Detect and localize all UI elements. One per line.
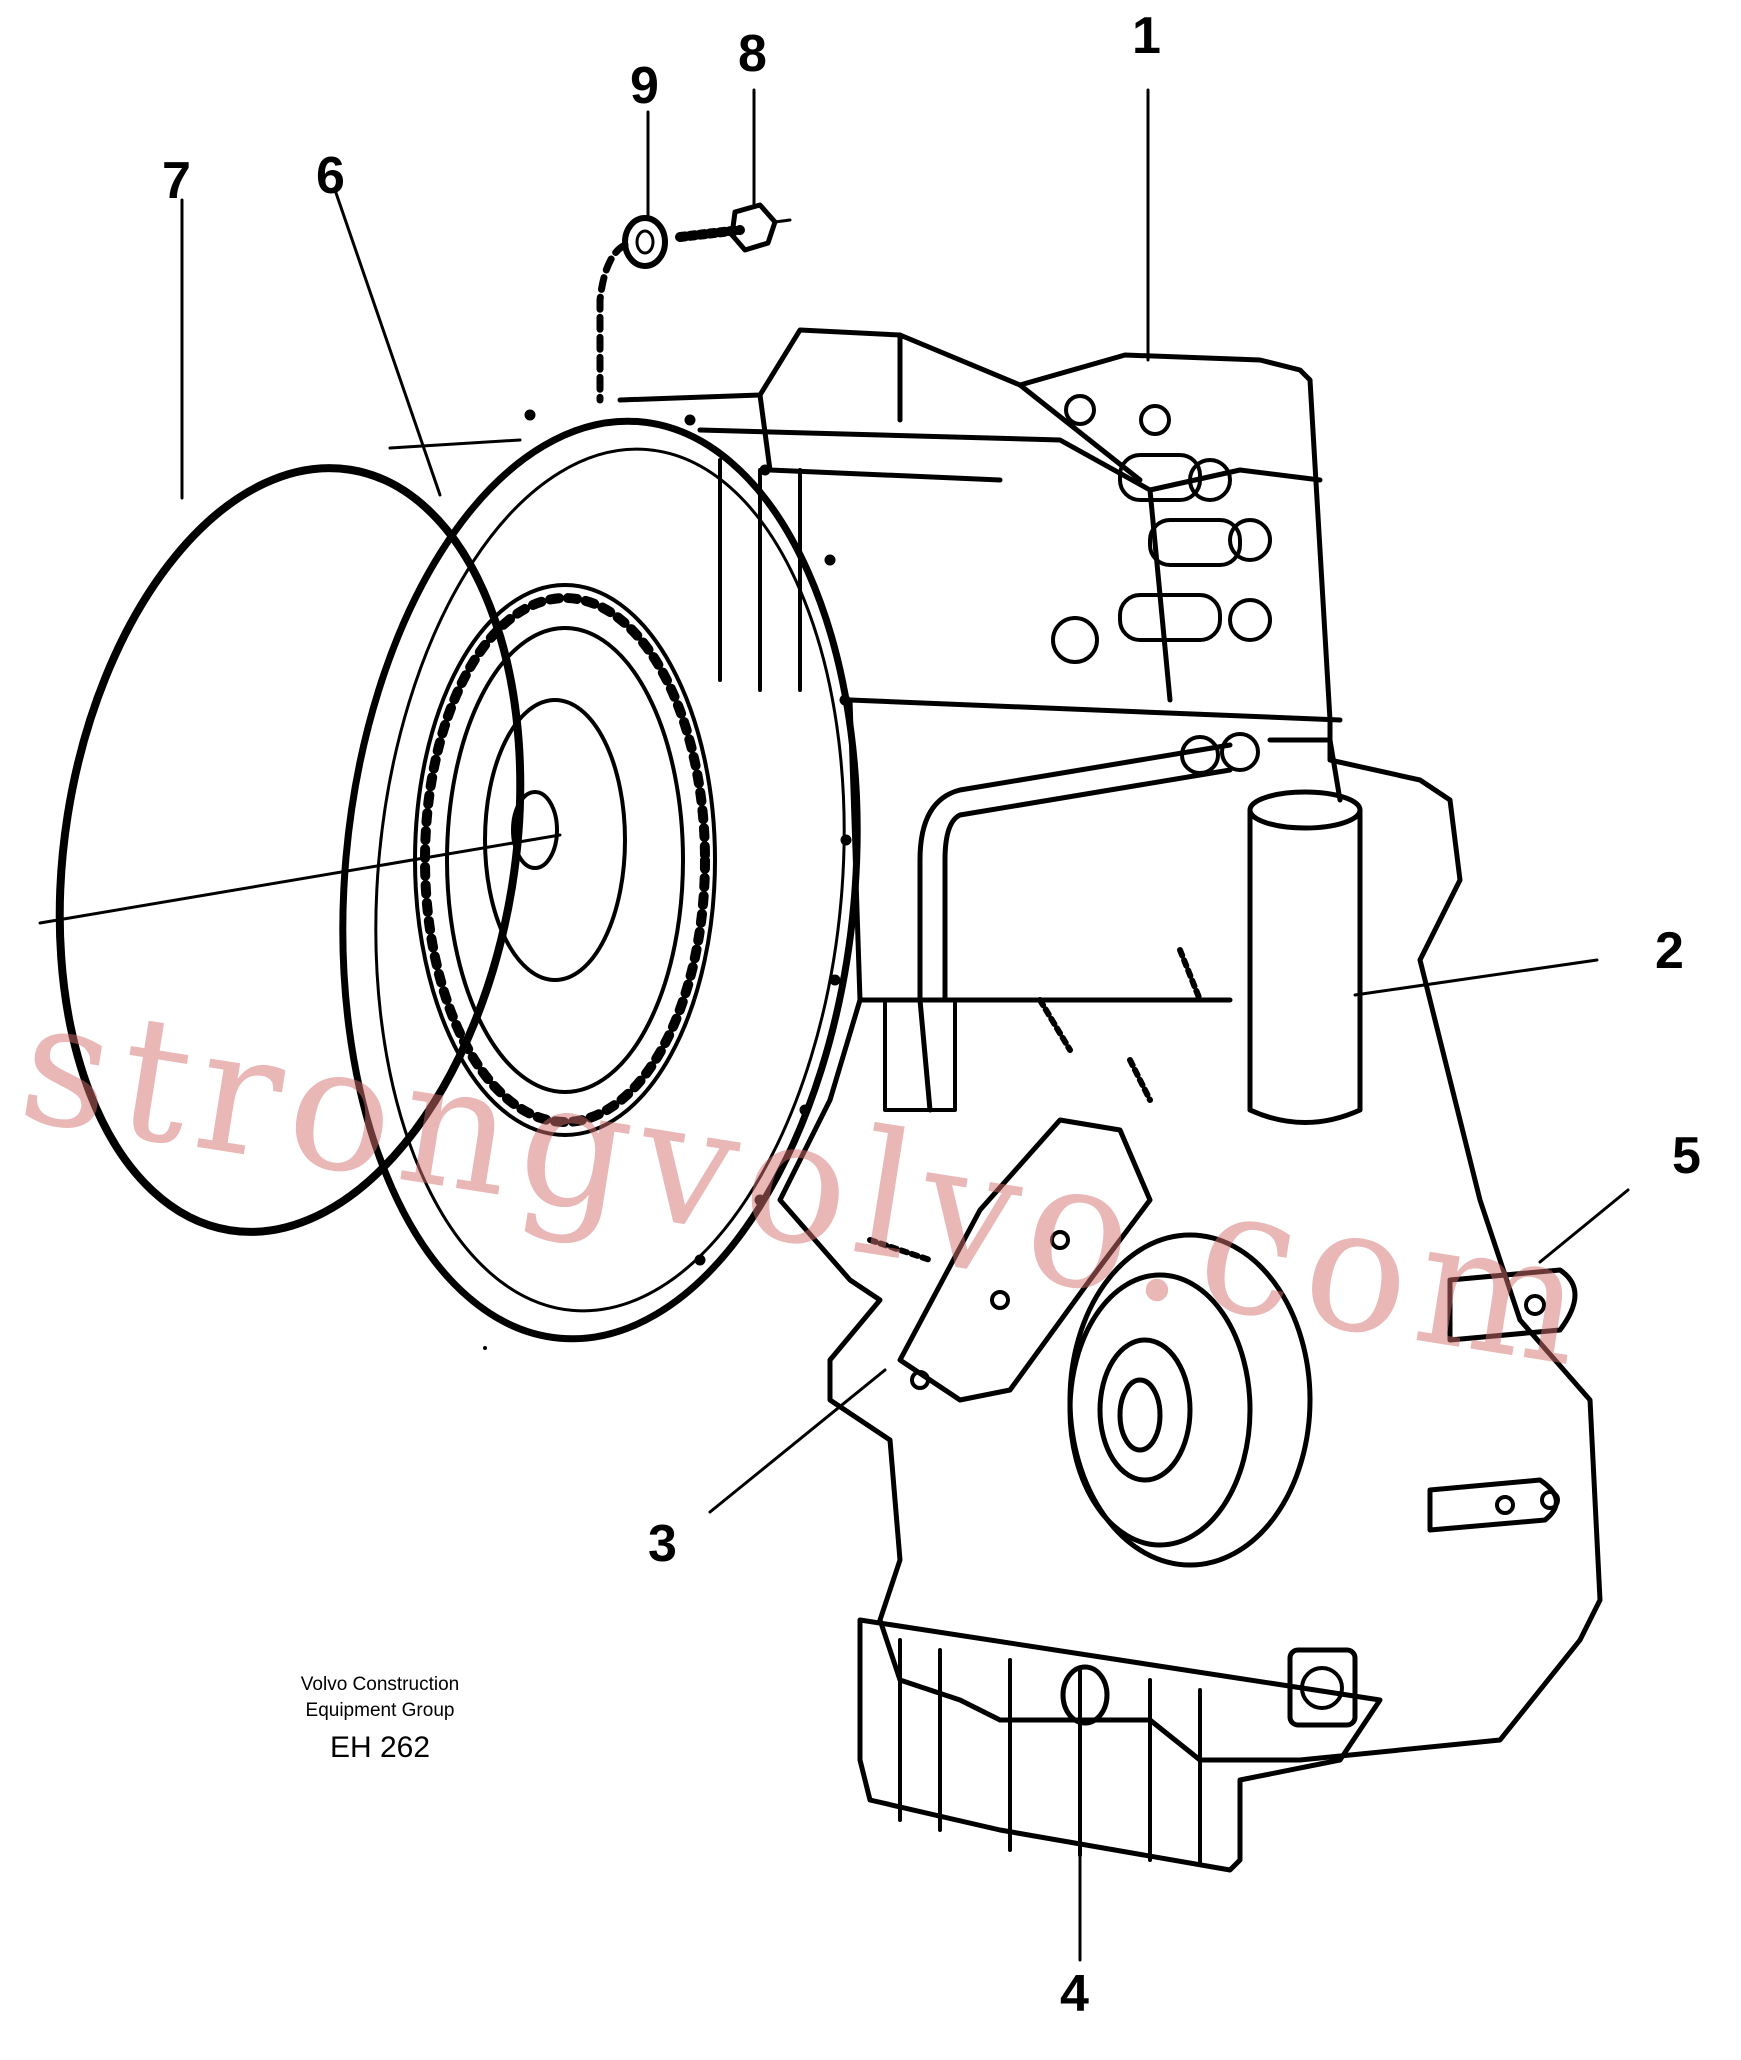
callout-6: 6 bbox=[316, 147, 345, 205]
caption-line-1: Volvo Construction bbox=[300, 1674, 460, 1695]
o-ring-part-7 bbox=[55, 464, 525, 1236]
figure-caption: Volvo Construction Equipment Group EH 26… bbox=[230, 1672, 530, 1768]
callout-4: 4 bbox=[1060, 1965, 1089, 2023]
bolt-part-8 bbox=[675, 202, 792, 253]
leader-lines bbox=[38, 88, 1630, 1962]
caption-line-2: Equipment Group bbox=[305, 1700, 455, 1721]
transmission-housing-part-1 bbox=[617, 327, 1603, 1763]
shaft-boss-part-5 bbox=[1427, 1267, 1578, 1533]
bolt-path-dashes bbox=[596, 241, 629, 404]
drive-pulley bbox=[1067, 1232, 1313, 1568]
valve-block-part-3 bbox=[867, 947, 1203, 1403]
callout-3: 3 bbox=[648, 1515, 677, 1573]
callout-7: 7 bbox=[162, 152, 191, 210]
oil-sump-part-4 bbox=[857, 1617, 1383, 1873]
oil-pipe bbox=[917, 742, 1233, 1113]
callout-2: 2 bbox=[1655, 922, 1684, 980]
washer-part-9 bbox=[622, 215, 668, 269]
converter-disc-part-6 bbox=[339, 409, 861, 1343]
oil-filter-part-2 bbox=[1247, 737, 1363, 1125]
callout-8: 8 bbox=[738, 25, 767, 83]
callout-9: 9 bbox=[630, 57, 659, 115]
callout-1: 1 bbox=[1132, 7, 1161, 65]
figure-code: EH 262 bbox=[329, 1731, 431, 1764]
callout-5: 5 bbox=[1672, 1127, 1701, 1185]
